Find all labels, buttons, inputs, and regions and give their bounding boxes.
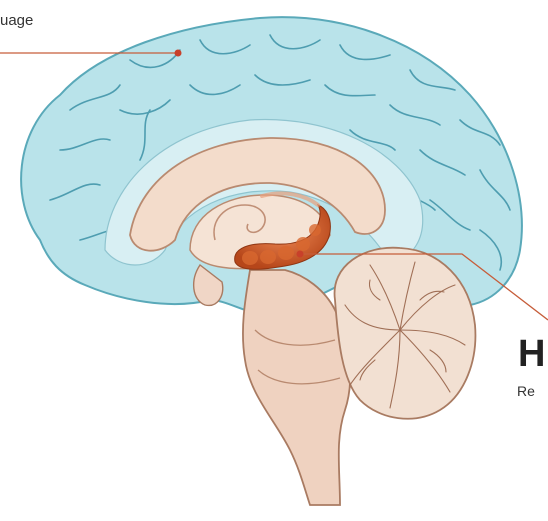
right-label-title: H [518,333,544,376]
brainstem [243,270,350,505]
leader-dot-icon [175,50,182,57]
top-label-text: uage [0,12,33,29]
cerebellum [335,248,476,419]
right-label-subtitle: Re [517,383,535,399]
leader-dot-icon [297,251,304,258]
